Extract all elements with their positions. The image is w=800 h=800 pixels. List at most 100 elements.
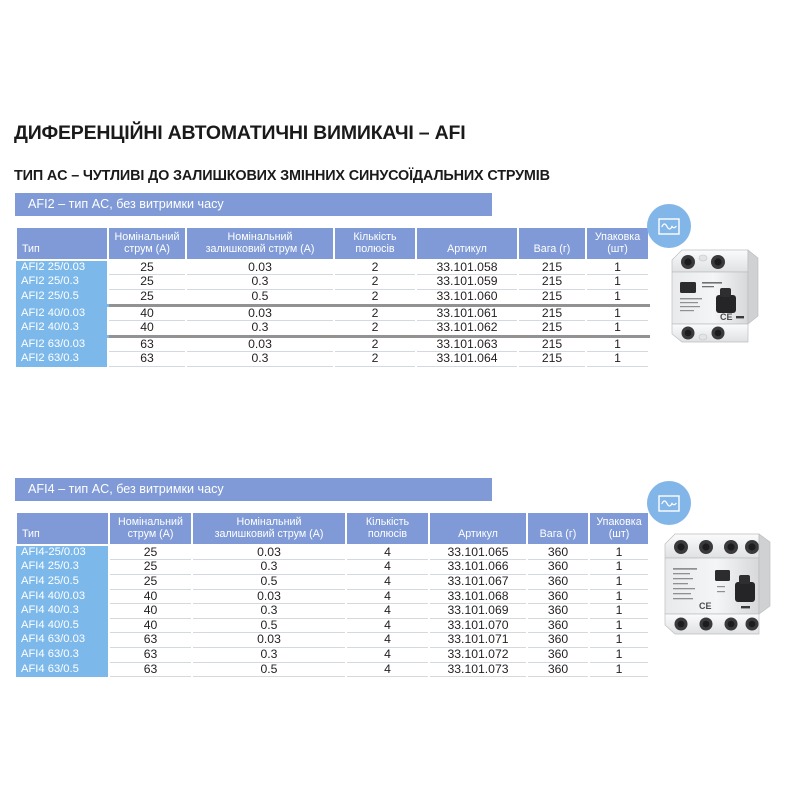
cell-article: 33.101.068 [428,589,528,605]
cell-type: AFI4-25/0.03 [16,544,109,561]
cell-weight: 360 [526,647,590,663]
cell-weight: 215 [517,305,587,322]
cell-residual-current: 0.03 [185,259,335,276]
cell-residual-current: 0.03 [191,589,347,605]
cell-poles: 4 [345,574,430,590]
cell-poles: 2 [333,289,417,307]
cell-poles: 2 [333,321,417,338]
header-row: Тип Номінальний струм (A) Номінальний за… [15,226,650,261]
cell-residual-current: 0.3 [191,647,347,663]
column-header-poles: Кількість полюсів [345,511,430,546]
column-header-poles-line2: полюсів [367,528,408,541]
column-header-article-line1: Артикул [458,528,498,541]
cell-residual-current: 0.3 [185,352,335,367]
cell-weight: 360 [526,574,590,590]
cell-packaging: 1 [585,275,650,290]
cell-type: AFI4 63/0.3 [16,647,109,663]
cell-packaging: 1 [588,647,650,663]
column-header-packaging-line1: Упаковка [594,231,641,243]
section-afi4-title-bar: AFI4 – тип AC, без витримки часу [15,478,492,501]
column-header-residual-current-line1: Номінальний [236,516,302,528]
cell-poles: 4 [345,633,430,648]
cell-article: 33.101.060 [415,289,519,307]
cell-rated-current: 40 [107,305,187,322]
table-header: Тип Номінальний струм (A) Номінальний за… [15,511,650,546]
cell-residual-current: 0.3 [191,560,347,575]
cell-packaging: 1 [588,574,650,590]
cell-type: AFI2 40/0.3 [16,320,108,338]
column-header-article: Артикул [428,511,528,546]
ac-sine-wave-icon [647,204,691,248]
column-header-poles-line1: Кількість [365,516,410,528]
cell-rated-current: 40 [108,604,193,619]
svg-text:CE: CE [699,601,712,611]
column-header-residual-current: Номінальний залишковий струм (A) [191,511,347,546]
cell-type: AFI2 25/0.3 [16,274,108,290]
cell-type: AFI4 25/0.5 [16,574,109,590]
cell-article: 33.101.071 [428,633,528,648]
cell-type: AFI2 63/0.03 [16,336,108,353]
cell-packaging: 1 [588,618,650,634]
cell-residual-current: 0.3 [191,604,347,619]
cell-poles: 2 [333,352,417,367]
cell-type: AFI4 40/0.3 [16,603,109,619]
cell-residual-current: 0.5 [191,662,347,678]
column-header-residual-current-line2: залишковий струм (A) [205,243,315,256]
column-header-packaging: Упаковка (шт) [585,226,650,261]
cell-article: 33.101.063 [415,336,519,353]
column-header-type: Тип [15,226,109,261]
cell-residual-current: 0.03 [185,336,335,353]
cell-packaging: 1 [585,321,650,338]
cell-packaging: 1 [585,336,650,353]
column-header-residual-current-line1: Номінальний [227,231,293,243]
cell-rated-current: 25 [107,275,187,290]
cell-weight: 215 [517,275,587,290]
cell-weight: 360 [526,604,590,619]
cell-weight: 215 [517,289,587,307]
cell-article: 33.101.064 [415,352,519,367]
svg-text:CE: CE [720,312,733,322]
cell-packaging: 1 [588,662,650,678]
cell-residual-current: 0.03 [191,633,347,648]
cell-type: AFI2 63/0.3 [16,351,108,367]
cell-rated-current: 40 [108,589,193,605]
column-header-weight: Вага (г) [517,226,587,261]
cell-type: AFI2 40/0.03 [16,305,108,322]
cell-rated-current: 25 [107,259,187,276]
cell-weight: 360 [526,544,590,561]
cell-residual-current: 0.5 [185,289,335,307]
cell-packaging: 1 [588,633,650,648]
cell-residual-current: 0.03 [191,544,347,561]
cell-weight: 215 [517,321,587,338]
column-header-type-line1: Тип [22,528,40,541]
column-header-rated-current-line2: струм (A) [127,528,174,541]
cell-rated-current: 40 [107,321,187,338]
cell-packaging: 1 [585,305,650,322]
specification-table-afi4: Тип Номінальний струм (A) Номінальний за… [15,511,650,678]
cell-rated-current: 63 [108,647,193,663]
cell-rated-current: 63 [107,336,187,353]
cell-rated-current: 63 [108,662,193,678]
cell-weight: 360 [526,633,590,648]
cell-type: AFI4 40/0.03 [16,589,109,605]
cell-packaging: 1 [588,604,650,619]
column-header-weight-line1: Вага (г) [533,243,571,256]
cell-article: 33.101.061 [415,305,519,322]
cell-article: 33.101.067 [428,574,528,590]
column-header-poles: Кількість полюсів [333,226,417,261]
cell-poles: 4 [345,647,430,663]
cell-packaging: 1 [588,589,650,605]
cell-rated-current: 25 [108,544,193,561]
